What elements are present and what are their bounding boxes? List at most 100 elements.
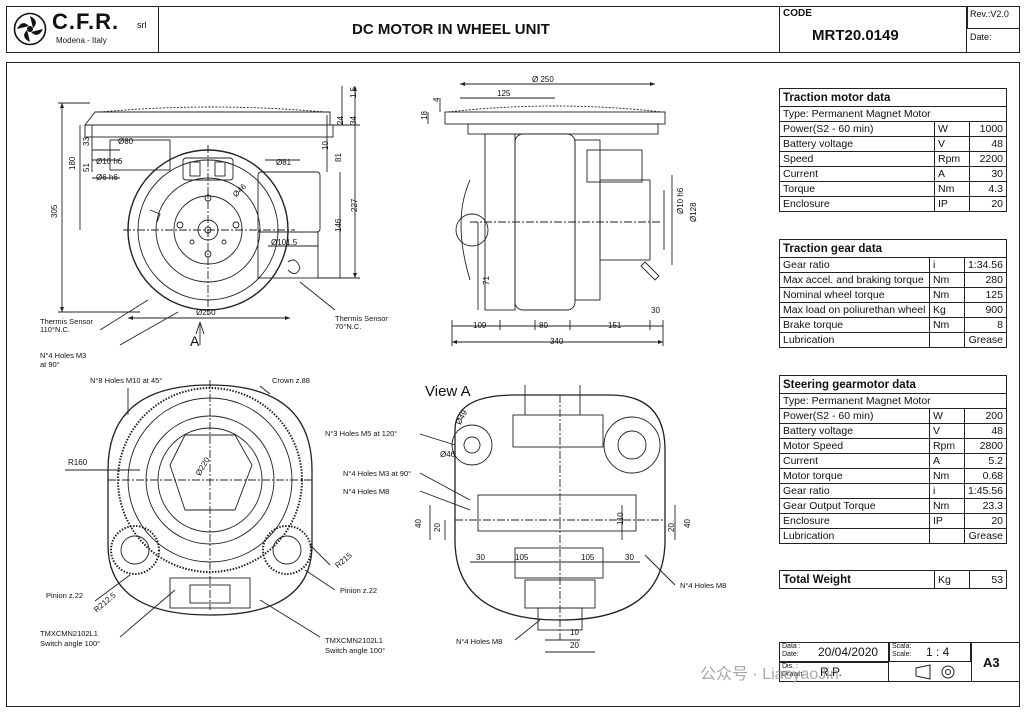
row-unit: V [934, 136, 970, 152]
holes-m10-label: N°8 Holes M10 at 45° [90, 376, 163, 385]
footer-data-label: Data : [782, 643, 801, 650]
holes-m8-label-3: N°4 Holes M8 [456, 637, 503, 646]
row-name: Gear Output Torque [779, 498, 930, 514]
row-value: 1:34.56 [963, 257, 1008, 273]
dim-33: 33 [82, 137, 91, 146]
row-value: 20 [969, 196, 1007, 212]
pinion-left-label: Pinion z.22 [46, 591, 84, 600]
view-a-title: View A [425, 383, 471, 400]
footer-drawn-cell [779, 662, 889, 682]
row-unit: IP [928, 513, 965, 529]
row-name: Gear ratio [779, 483, 930, 499]
row-name: Enclosure [779, 513, 930, 529]
dim-r160: R160 [68, 458, 88, 467]
revision: Rev.:V2.0 [970, 9, 1009, 19]
dim-34: 34 [349, 116, 358, 125]
holes-m3-view-label: N°4 Holes M3 at 90° [343, 469, 412, 478]
row-name: Motor Speed [779, 438, 930, 454]
row-unit: W [934, 121, 970, 137]
row-value: 280 [963, 272, 1008, 288]
dim-d46-view: Ø46 [440, 450, 456, 459]
row-value: 200 [963, 408, 1008, 424]
thermis-sensor-2-label: Thermis Sensor [335, 314, 388, 323]
footer-date-label: Date: [782, 651, 799, 658]
steering-type: Type: Permanent Magnet Motor [779, 393, 1007, 409]
code-value: MRT20.0149 [812, 27, 899, 44]
row-unit: Rpm [934, 151, 970, 167]
footer-scale-cell [889, 642, 971, 662]
dim-d81: Ø81 [276, 158, 292, 167]
dim-125: 125 [497, 89, 511, 98]
row-value: 2800 [963, 438, 1008, 454]
thermis-sensor-1-label: Thermis Sensor [40, 317, 93, 326]
steering-gearmotor-table: Steering gearmotor data Type: Permanent … [779, 375, 1008, 544]
row-name: Speed [779, 151, 935, 167]
side-view [427, 83, 673, 346]
row-unit: Kg [928, 302, 965, 318]
dim-51: 51 [82, 163, 91, 172]
dim-20-left: 20 [433, 523, 442, 532]
pinion-right-label: Pinion z.22 [340, 586, 378, 595]
row-unit [928, 528, 965, 544]
dim-20-bottom: 20 [570, 641, 579, 650]
switch-left-label: TMXCMN2102L1 [40, 629, 98, 638]
row-name: Torque [779, 181, 935, 197]
dim-1-5: 1.5 [349, 86, 358, 98]
row-value: 1:45.56 [963, 483, 1008, 499]
row-unit [928, 332, 965, 348]
dim-227: 227 [350, 198, 359, 212]
switch-right-label: TMXCMN2102L1 [325, 636, 383, 645]
row-value: 125 [963, 287, 1008, 303]
dim-10: 10 [321, 141, 330, 150]
traction-motor-title: Traction motor data [779, 88, 1007, 107]
code-cell [779, 6, 967, 53]
total-weight-unit: Kg [934, 570, 970, 589]
dim-105-left: 105 [515, 553, 529, 562]
dim-d250-front: Ø250 [196, 308, 216, 317]
rev-cell [967, 6, 1020, 29]
footer-drawn-value: R.P. [820, 665, 842, 679]
section-arrow-a: A [190, 333, 200, 349]
row-value: 30 [969, 166, 1007, 182]
dim-105-right: 105 [581, 553, 595, 562]
row-value: Grease [963, 528, 1008, 544]
code-label: CODE [783, 8, 812, 19]
dim-340: 340 [550, 337, 564, 346]
row-unit: i [928, 257, 965, 273]
row-unit: Nm [928, 498, 965, 514]
holes-m8-label-2: N°4 Holes M8 [680, 581, 727, 590]
dim-40-left: 40 [414, 519, 423, 528]
dim-81: 81 [334, 153, 343, 162]
row-unit: V [928, 423, 965, 439]
footer-sheet-cell [971, 642, 1020, 682]
dim-30-right: 30 [625, 553, 634, 562]
dim-10-bottom: 10 [570, 628, 579, 637]
document-title: DC MOTOR IN WHEEL UNIT [352, 21, 550, 38]
row-value: 0.68 [963, 468, 1008, 484]
dim-d250-side: Ø 250 [532, 75, 554, 84]
traction-motor-type: Type: Permanent Magnet Motor [779, 106, 1007, 122]
row-name: Power(S2 - 60 min) [779, 408, 930, 424]
row-name: Gear ratio [779, 257, 930, 273]
traction-gear-title: Traction gear data [779, 239, 1007, 258]
company-suffix: srl [137, 20, 147, 30]
dim-40-right: 40 [683, 519, 692, 528]
switch-right-angle: Switch angle 100° [325, 646, 386, 655]
total-weight-label: Total Weight [779, 570, 935, 589]
row-name: Power(S2 - 60 min) [779, 121, 935, 137]
